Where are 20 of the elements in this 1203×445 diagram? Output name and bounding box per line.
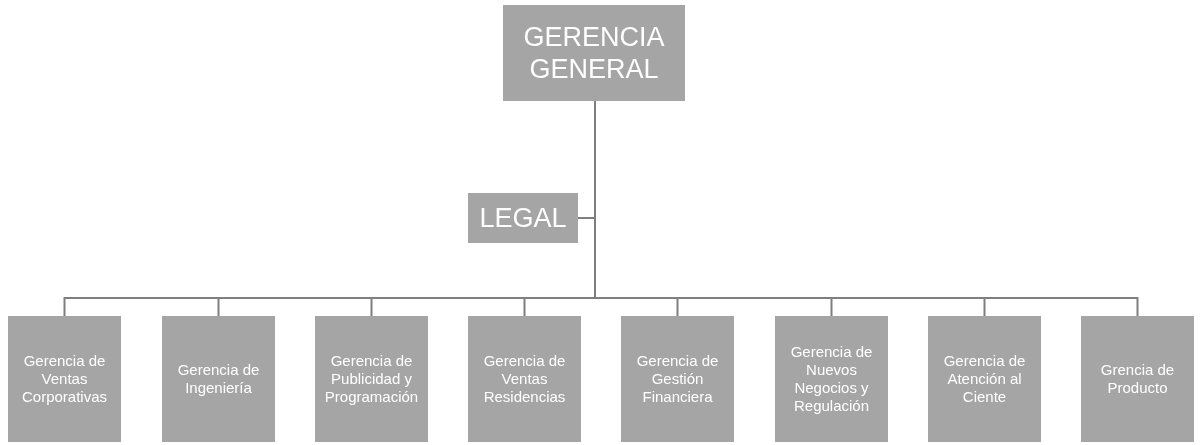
box-label: Gerencia de Ventas Corporativas xyxy=(20,352,108,406)
box-label: GERENCIA GENERAL xyxy=(522,20,666,86)
box-label: Gerencia de Ingeniería xyxy=(176,361,261,397)
org-box xyxy=(468,316,581,442)
org-box xyxy=(8,316,121,442)
org-box xyxy=(775,316,888,442)
org-box xyxy=(1081,316,1194,442)
org-box xyxy=(621,316,734,442)
box-label: LEGAL xyxy=(479,201,567,235)
box-label: Gerencia de Nuevos Negocios y Regulación xyxy=(789,343,874,415)
org-box xyxy=(928,316,1041,442)
org-box xyxy=(315,316,428,442)
org-box xyxy=(468,193,578,243)
box-label: Gerencia de Ventas Residencias xyxy=(482,352,567,406)
box-label: Gerencia de Atención al Ciente xyxy=(942,352,1027,406)
box-label: Gerencia de Publicidad y Programación xyxy=(323,352,420,406)
org-box xyxy=(503,5,685,101)
box-label: Grencia de Producto xyxy=(1099,361,1176,397)
box-label: Gerencia de Gestión Financiera xyxy=(635,352,720,406)
org-box xyxy=(162,316,275,442)
